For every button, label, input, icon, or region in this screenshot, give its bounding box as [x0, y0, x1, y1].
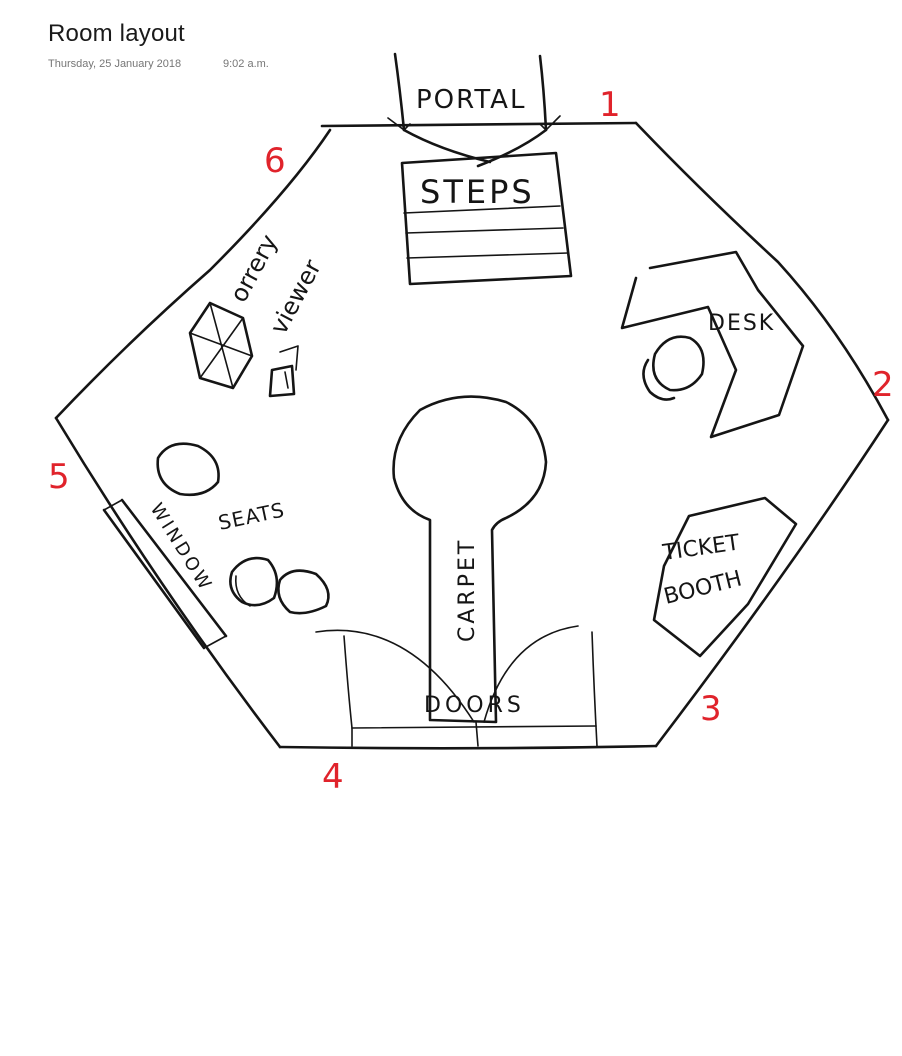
doors-label: DOORS [424, 693, 525, 718]
viewer-label: viewer [265, 255, 327, 339]
ticket-label-line1: TICKET [660, 530, 741, 566]
viewer: viewer [265, 255, 327, 398]
ticket-booth: TICKET BOOTH [652, 496, 798, 658]
wall-number-4: 4 [322, 757, 344, 797]
page-date: Thursday, 25 January 2018 [48, 58, 182, 70]
wall-number-6: 6 [264, 141, 286, 181]
page-time: 9:02 a.m. [223, 58, 269, 70]
orrery-label: orrery [225, 230, 284, 307]
wall-number-5: 5 [48, 457, 70, 497]
wall-number-2: 2 [872, 365, 894, 405]
portal-label: PORTAL [416, 85, 526, 115]
wall-number-1: 1 [599, 85, 621, 125]
portal: PORTAL [387, 52, 561, 168]
seats-label: SEATS [216, 497, 287, 534]
page-title: Room layout [48, 20, 185, 47]
orrery: orrery [188, 230, 284, 390]
desk: DESK [620, 250, 805, 439]
steps: STEPS [400, 151, 573, 286]
desk-label: DESK [708, 311, 775, 336]
carpet: CARPET [392, 395, 548, 724]
ticket-label-line2: BOOTH [661, 566, 744, 609]
room-walls [54, 121, 890, 750]
carpet-label: CARPET [455, 538, 480, 642]
doors: DOORS [315, 625, 598, 747]
seats: SEATS [156, 442, 330, 615]
wall-number-3: 3 [700, 689, 722, 729]
wall-numbers: 1 2 3 4 5 6 [48, 85, 894, 797]
steps-label: STEPS [420, 173, 535, 211]
